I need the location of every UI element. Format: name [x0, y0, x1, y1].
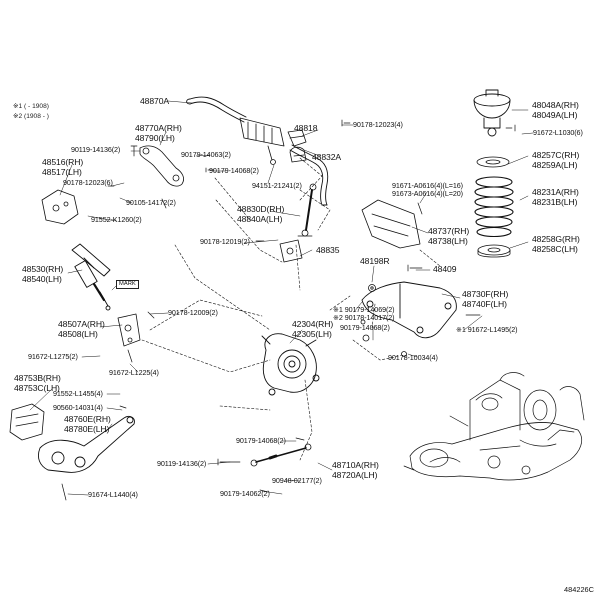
part-label[interactable]: 48198R — [360, 256, 390, 266]
lower-spring-insulator — [477, 244, 511, 258]
part-label[interactable]: 90178-10034(4) — [388, 353, 438, 362]
upper-spring-insulator — [476, 156, 510, 168]
lower-arm-shield — [361, 199, 421, 249]
part-label[interactable]: 90560-14031(4) — [53, 403, 103, 412]
part-label[interactable]: 48832A — [312, 152, 342, 162]
part-label[interactable]: 48409 — [433, 264, 457, 274]
stabilizer-link — [297, 183, 317, 237]
part-label[interactable]: 91672-L1275(2) — [28, 352, 78, 361]
part-label[interactable]: 94151-21241(2) — [252, 181, 302, 190]
part-label[interactable]: 90179-14062(2) — [220, 489, 270, 498]
part-label[interactable]: 90178-12023(6) — [63, 178, 113, 187]
part-label[interactable]: 90179-14068(2) — [209, 166, 259, 175]
part-label[interactable]: 48830D(RH)48840A(LH) — [237, 204, 285, 224]
bolts — [61, 119, 516, 501]
part-label[interactable]: 90119-14136(2) — [71, 145, 121, 154]
strut-upper-mount — [473, 89, 511, 137]
part-label[interactable]: 91552-K1260(2) — [91, 215, 142, 224]
part-label[interactable]: 48753B(RH)48753C(LH) — [14, 373, 61, 393]
part-label[interactable]: 48231A(RH)48231B(LH) — [532, 187, 579, 207]
part-label[interactable]: 90105-14172(2) — [126, 198, 176, 207]
diagram-id: 484226C — [564, 585, 594, 594]
part-label[interactable]: 48257C(RH)48259A(LH) — [532, 150, 580, 170]
part-label[interactable]: 48507A(RH)48508(LH) — [58, 319, 105, 339]
part-label[interactable]: 48770A(RH)48790(LH) — [135, 123, 182, 143]
rear-lower-arm — [361, 281, 457, 339]
part-label[interactable]: 48760E(RH)48780E(LH) — [64, 414, 111, 434]
note-2: ※2 (1908 - ) — [13, 113, 49, 120]
mark-label: MARK — [116, 280, 139, 289]
rear-knuckle — [261, 333, 320, 396]
leader-lines — [29, 100, 534, 496]
coil-spring — [474, 176, 514, 238]
part-label[interactable]: 90178-12009(2) — [168, 308, 218, 317]
spring-seat-bracket — [41, 189, 79, 225]
stabilizer-bar — [186, 96, 329, 206]
washers-nuts — [360, 319, 407, 357]
part-label[interactable]: 91672-L1030(6) — [533, 128, 583, 137]
part-label[interactable]: 90178-12023(4) — [353, 120, 403, 129]
stabilizer-actuator — [239, 117, 285, 165]
note-1: ※1 ( - 1908) — [13, 103, 49, 110]
part-label[interactable]: 48870A — [140, 96, 170, 106]
part-label[interactable]: 90948-02177(2) — [272, 476, 322, 485]
part-label[interactable]: ※1 91672-L1495(2) — [456, 325, 518, 334]
part-label[interactable]: 91552-L1455(4) — [53, 389, 103, 398]
part-label[interactable]: 48258G(RH)48258C(LH) — [532, 234, 580, 254]
lower-arm-cover — [9, 403, 45, 441]
part-label[interactable]: 48048A(RH)48049A(LH) — [532, 100, 579, 120]
upper-arm — [139, 145, 184, 187]
shock-lower-bracket — [117, 313, 141, 347]
part-label[interactable]: 42304(RH)42305(LH) — [292, 319, 334, 339]
stabilizer-bushing-bracket — [287, 129, 307, 163]
part-label[interactable]: 48710A(RH)48720A(LH) — [332, 460, 379, 480]
part-label[interactable]: 48818 — [294, 123, 318, 133]
part-label[interactable]: 90179-14063(2) — [181, 150, 231, 159]
toe-control-link — [250, 443, 312, 467]
part-label[interactable]: 90179-14068(2) — [340, 323, 390, 332]
part-label[interactable]: 91674-L1440(4) — [88, 490, 138, 499]
part-label[interactable]: 48737(RH)48738(LH) — [428, 226, 470, 246]
part-label[interactable]: ※1 90179-14069(2)※2 90178-14017(2) — [333, 305, 395, 323]
part-label[interactable]: 90179-14068(2) — [236, 436, 286, 445]
part-label[interactable]: 48730F(RH)48740F(LH) — [462, 289, 509, 309]
part-label[interactable]: 48516(RH)48517(LH) — [42, 157, 84, 177]
stabilizer-link-bracket — [279, 239, 303, 263]
part-label[interactable]: 48835 — [316, 245, 340, 255]
lower-arm — [37, 415, 135, 473]
part-label[interactable]: 91672-L1225(4) — [109, 368, 159, 377]
part-label[interactable]: 90178-12019(2) — [200, 237, 250, 246]
assembly-dashed-lines — [141, 157, 441, 461]
part-label[interactable]: 48530(RH)48540(LH) — [22, 264, 64, 284]
shock-absorber — [71, 243, 111, 311]
part-label[interactable]: 91671-A0616(4)(L=16)91673-A0616(4)(L=20) — [392, 181, 463, 199]
subframe-assembly-view — [403, 372, 585, 481]
part-label[interactable]: 90119-14136(2) — [157, 459, 207, 468]
